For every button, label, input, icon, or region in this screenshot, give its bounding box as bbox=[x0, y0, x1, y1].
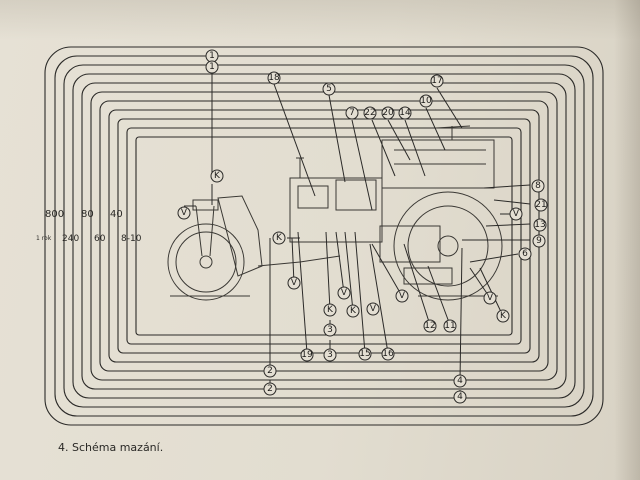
callout-7: 7 bbox=[345, 106, 359, 120]
page-shadow bbox=[0, 0, 640, 40]
svg-text:9: 9 bbox=[536, 236, 542, 246]
callout-13: 13 bbox=[533, 218, 547, 232]
svg-text:17: 17 bbox=[431, 76, 442, 86]
svg-text:4: 4 bbox=[457, 392, 463, 402]
callout-3a: 3 bbox=[323, 323, 337, 337]
callout-2a: 2 bbox=[263, 364, 277, 378]
callout-22: 22 bbox=[363, 106, 377, 120]
svg-text:16: 16 bbox=[382, 349, 394, 359]
callout-V-rear: V bbox=[509, 207, 523, 221]
callout-2b: 2 bbox=[263, 382, 277, 396]
callout-K-beam: K bbox=[272, 231, 286, 245]
callout-16: 16 bbox=[381, 347, 395, 361]
callout-V-front: V bbox=[177, 206, 191, 220]
svg-text:V: V bbox=[513, 209, 520, 219]
svg-text:18: 18 bbox=[268, 73, 280, 83]
scale-240: 240 bbox=[62, 234, 79, 244]
scale-40: 40 bbox=[110, 209, 123, 220]
callout-4a: 4 bbox=[453, 374, 467, 388]
svg-text:3: 3 bbox=[327, 350, 333, 360]
figure-caption: 4. Schéma mazání. bbox=[58, 441, 164, 454]
svg-text:19: 19 bbox=[301, 350, 313, 360]
callout-4b: 4 bbox=[453, 390, 467, 404]
svg-text:K: K bbox=[327, 305, 334, 315]
svg-text:K: K bbox=[214, 171, 221, 181]
svg-text:7: 7 bbox=[349, 108, 355, 118]
callout-8: 8 bbox=[531, 179, 545, 193]
callout-5: 5 bbox=[322, 82, 336, 96]
callout-bubbles: 1 1 18 5 17 10 7 22 20 14 K V K V V K K … bbox=[177, 49, 548, 404]
scale-800: 800 bbox=[45, 209, 64, 220]
svg-text:14: 14 bbox=[399, 108, 411, 118]
svg-text:21: 21 bbox=[535, 200, 546, 210]
svg-text:8: 8 bbox=[535, 181, 541, 191]
leader-lines bbox=[184, 67, 531, 396]
tractor-drawing bbox=[167, 125, 503, 301]
svg-text:K: K bbox=[500, 311, 507, 321]
scale-80: 80 bbox=[81, 209, 94, 220]
callout-12: 12 bbox=[423, 319, 437, 333]
callout-V-gear: V bbox=[366, 302, 380, 316]
svg-text:1: 1 bbox=[209, 51, 215, 61]
svg-text:2: 2 bbox=[267, 384, 273, 394]
svg-text:6: 6 bbox=[522, 249, 528, 259]
svg-text:5: 5 bbox=[326, 84, 332, 94]
scale-60: 60 bbox=[94, 234, 106, 244]
callout-11: 11 bbox=[443, 319, 457, 333]
callout-K-wheel: K bbox=[496, 309, 510, 323]
callout-V-engine: V bbox=[337, 286, 351, 300]
callout-14: 14 bbox=[398, 106, 412, 120]
svg-text:3: 3 bbox=[327, 325, 333, 335]
callout-3b: 3 bbox=[323, 348, 337, 362]
callout-21: 21 bbox=[534, 198, 548, 212]
svg-text:1: 1 bbox=[209, 62, 215, 72]
interval-scale: 800 80 40 1 rok 240 60 8-10 bbox=[36, 209, 142, 244]
svg-text:V: V bbox=[370, 304, 377, 314]
svg-text:4: 4 bbox=[457, 376, 463, 386]
callout-1b: 1 bbox=[205, 60, 219, 74]
svg-text:20: 20 bbox=[382, 108, 394, 118]
callout-9: 9 bbox=[532, 234, 546, 248]
callout-18: 18 bbox=[267, 71, 281, 85]
svg-text:11: 11 bbox=[444, 321, 455, 331]
callout-17: 17 bbox=[430, 74, 444, 88]
callout-1a: 1 bbox=[205, 49, 219, 63]
callout-10: 10 bbox=[419, 94, 433, 108]
svg-text:K: K bbox=[350, 306, 357, 316]
callout-K-front: K bbox=[210, 169, 224, 183]
scale-8-10: 8-10 bbox=[121, 234, 142, 244]
svg-text:12: 12 bbox=[424, 321, 435, 331]
routing-frames bbox=[44, 46, 604, 426]
svg-text:V: V bbox=[341, 288, 348, 298]
callout-V-trans: V bbox=[395, 289, 409, 303]
svg-text:2: 2 bbox=[267, 366, 273, 376]
callout-19: 19 bbox=[300, 348, 314, 362]
svg-text:K: K bbox=[276, 233, 283, 243]
page-crease-shadow bbox=[614, 0, 640, 480]
svg-text:V: V bbox=[291, 278, 298, 288]
svg-text:V: V bbox=[487, 293, 494, 303]
svg-text:13: 13 bbox=[534, 220, 545, 230]
svg-text:V: V bbox=[181, 208, 188, 218]
callout-V-beam: V bbox=[287, 276, 301, 290]
callout-20: 20 bbox=[381, 106, 395, 120]
callout-K-gear: K bbox=[346, 304, 360, 318]
callout-6: 6 bbox=[518, 247, 532, 261]
callout-K-engine: K bbox=[323, 303, 337, 317]
scale-year-label: 1 rok bbox=[36, 235, 52, 242]
svg-text:V: V bbox=[399, 291, 406, 301]
svg-text:10: 10 bbox=[420, 96, 432, 106]
svg-text:15: 15 bbox=[359, 349, 370, 359]
callout-V-wheel: V bbox=[483, 291, 497, 305]
svg-text:22: 22 bbox=[364, 108, 375, 118]
callout-15: 15 bbox=[358, 347, 372, 361]
